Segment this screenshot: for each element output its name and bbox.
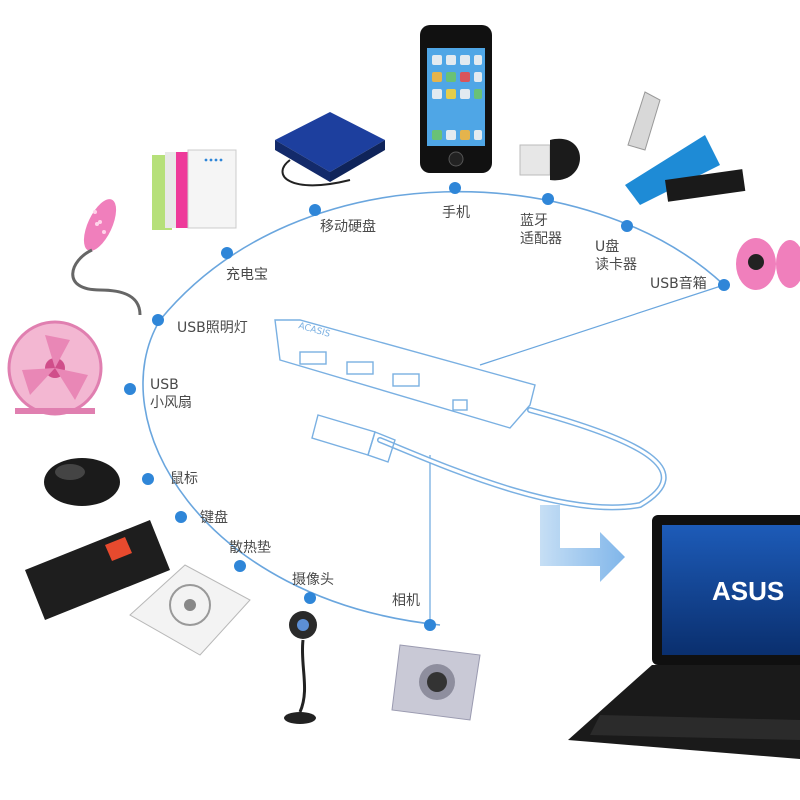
bt-adapter-image (519, 138, 580, 181)
usb-light-image (71, 199, 142, 316)
usb-hub (274, 319, 536, 429)
label-phone: 手机 (442, 205, 470, 221)
leader-line-hub (479, 284, 725, 366)
usb-fan-image (7, 320, 103, 416)
power-bank-image (152, 149, 237, 230)
label-card-reader: U盘 读卡器 (595, 239, 637, 273)
connection-arc (142, 190, 725, 626)
label-power-bank: 充电宝 (226, 267, 268, 283)
label-cooling-pad: 散热垫 (229, 540, 271, 556)
laptop-brand: ASUS (712, 576, 784, 606)
label-webcam: 摄像头 (292, 572, 334, 588)
webcam-image (284, 611, 317, 724)
connection-dots (124, 182, 730, 631)
usb-plug (311, 414, 396, 463)
direction-arrow (540, 505, 625, 582)
keyboard-image (25, 520, 170, 620)
label-mobile-hdd: 移动硬盘 (320, 219, 376, 235)
camera-image (391, 644, 481, 721)
label-usb-light: USB照明灯 (177, 320, 248, 336)
mouse-image (44, 458, 120, 506)
mobile-hdd-image (275, 112, 385, 187)
label-camera: 相机 (392, 593, 420, 609)
label-mouse: 鼠标 (170, 471, 198, 487)
label-keyboard: 键盘 (200, 510, 228, 526)
label-usb-fan: USB 小风扇 (150, 377, 192, 411)
cooling-pad-image (129, 564, 251, 656)
usb-speaker-image (736, 238, 800, 290)
card-reader-image (625, 91, 746, 205)
phone-image (420, 25, 492, 173)
laptop-image (568, 515, 800, 760)
label-usb-speaker: USB音箱 (650, 276, 707, 292)
label-bt-adapter: 蓝牙 适配器 (520, 213, 562, 247)
